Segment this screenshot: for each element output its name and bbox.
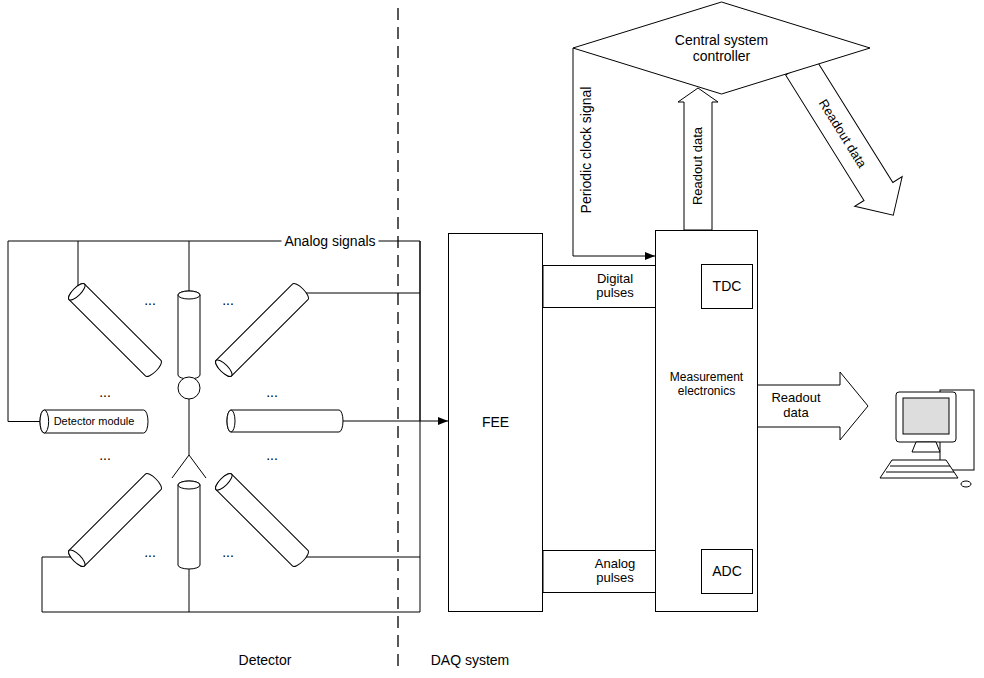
wire bbox=[42, 557, 420, 612]
figure-head bbox=[178, 377, 200, 399]
block-arrow bbox=[678, 88, 718, 230]
ellipsis-mark: ... bbox=[222, 544, 234, 560]
wire bbox=[340, 421, 420, 422]
block-arrow bbox=[776, 51, 917, 230]
keyboard-keys bbox=[886, 472, 954, 473]
ellipsis-mark: ... bbox=[144, 544, 156, 560]
computer-keyboard bbox=[880, 460, 958, 478]
text-holder: Detector module bbox=[40, 410, 148, 433]
text-holder: Central system controller bbox=[573, 2, 870, 94]
detector-cylinder bbox=[66, 281, 164, 379]
edge-label: Analog signals bbox=[281, 233, 378, 249]
node-text: TDC bbox=[713, 278, 742, 294]
detector-cylinder bbox=[213, 281, 311, 379]
ellipsis-mark: ... bbox=[99, 447, 111, 463]
arrow-head bbox=[438, 417, 448, 425]
text-holder: FEE bbox=[449, 234, 542, 611]
adc-box: ADC bbox=[701, 549, 753, 594]
node-text: ADC bbox=[712, 563, 742, 579]
figure-leg bbox=[189, 455, 206, 478]
tdc-box: TDC bbox=[701, 264, 753, 309]
region-label: DAQ system bbox=[431, 652, 510, 668]
figure-body bbox=[189, 399, 190, 455]
detector-cylinder bbox=[178, 291, 200, 379]
detector-cylinder bbox=[227, 410, 343, 432]
detector-cylinder bbox=[178, 481, 200, 569]
arrow-head bbox=[645, 252, 655, 260]
ellipsis-mark: ... bbox=[266, 447, 278, 463]
divider-line bbox=[397, 8, 398, 672]
text-holder: ADC bbox=[702, 550, 752, 593]
figure-leg bbox=[172, 455, 189, 478]
ellipsis-mark: ... bbox=[99, 384, 111, 400]
node-text: Central system controller bbox=[662, 32, 782, 64]
wire bbox=[189, 241, 190, 295]
region-label: Detector bbox=[239, 652, 292, 668]
measurement-box: Measurement electronics TDC ADC bbox=[655, 230, 758, 612]
connector-line bbox=[8, 241, 448, 422]
arrow-label: Readout data bbox=[815, 97, 869, 171]
computer-mouse bbox=[961, 481, 971, 487]
connector bbox=[678, 88, 718, 230]
wire bbox=[189, 565, 190, 612]
readout-block-arrow bbox=[752, 372, 868, 440]
node-text: Measurement electronics bbox=[656, 371, 757, 399]
text-holder: TDC bbox=[702, 265, 752, 308]
connector bbox=[8, 241, 448, 425]
detector-cylinder bbox=[213, 471, 311, 569]
edge-label: Analog pulses bbox=[584, 557, 646, 587]
signal-wires bbox=[42, 241, 420, 612]
ellipsis-mark: ... bbox=[144, 292, 156, 308]
cylinder-cap bbox=[40, 410, 49, 433]
edge-label: Periodic clock signal bbox=[578, 87, 594, 214]
detector-module: Detector module bbox=[40, 410, 148, 433]
computer-stand bbox=[912, 442, 940, 452]
computer-icon bbox=[880, 390, 974, 487]
patient-figure bbox=[172, 377, 206, 478]
computer-screen bbox=[903, 398, 949, 434]
keyboard-keys bbox=[890, 466, 950, 467]
controller-diamond: Central system controller bbox=[573, 2, 870, 94]
edge-label: Digital pulses bbox=[584, 272, 646, 302]
text-holder: Measurement electronics bbox=[656, 371, 757, 399]
connector-line bbox=[573, 48, 655, 256]
connector bbox=[573, 48, 655, 260]
cylinder-shape bbox=[40, 410, 148, 433]
computer-monitor bbox=[896, 392, 956, 442]
edge-label: Readout data bbox=[691, 127, 706, 205]
fee-box: FEE bbox=[448, 233, 543, 612]
readout-block-arrow bbox=[776, 51, 917, 230]
arrow-label: Readout data bbox=[764, 391, 828, 421]
detector-cylinder bbox=[66, 471, 164, 569]
node-text: FEE bbox=[482, 414, 509, 430]
node-text: Detector module bbox=[54, 415, 135, 428]
wire bbox=[299, 293, 420, 294]
wire bbox=[299, 557, 420, 558]
ellipsis-mark: ... bbox=[222, 292, 234, 308]
ellipsis-mark: ... bbox=[266, 384, 278, 400]
diamond-shape bbox=[573, 2, 870, 94]
